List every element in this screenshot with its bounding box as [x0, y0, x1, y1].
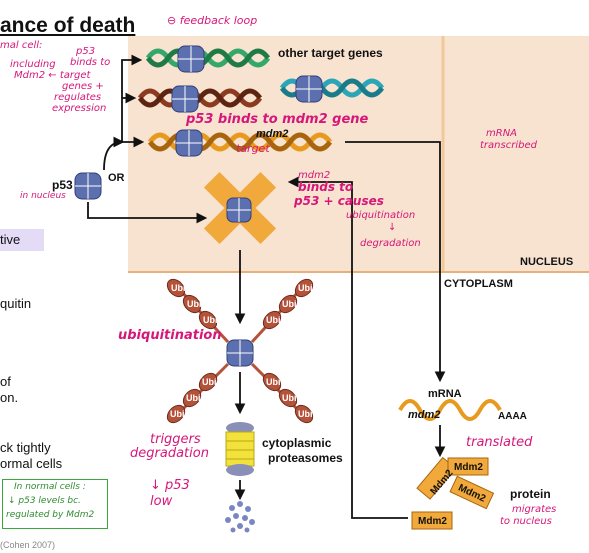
arrow-p53-to-dna: [103, 136, 125, 171]
note-including: including: [10, 59, 56, 70]
note-expression: expression: [52, 103, 107, 114]
page-title: ance of death: [0, 14, 136, 37]
label-mdm2-binds-3: p53 + causes: [294, 194, 384, 208]
label-ubiquitination-small: ubiquitination: [346, 210, 416, 221]
label-mrna: mRNA: [428, 388, 462, 400]
feedback-loop-note: ⊖ feedback loop: [167, 14, 258, 27]
label-in-nucleus: in nucleus: [20, 191, 66, 201]
label-protein: protein: [510, 487, 551, 501]
label-other-target-genes: other target genes: [278, 46, 383, 60]
label-mdm2-binds-2: binds to: [298, 180, 354, 194]
note-genes: genes +: [62, 81, 104, 92]
ubi-label-2: Ubi: [187, 299, 202, 309]
ubi-label-9: Ubi: [202, 377, 217, 387]
ubi-label-3: Ubi: [203, 315, 218, 325]
ubi-label-7: Ubi: [170, 409, 185, 419]
label-mrna-1: mRNA: [486, 128, 518, 139]
mdm2-p53-complex: [203, 171, 277, 245]
ubi-label-8: Ubi: [186, 393, 201, 403]
note-p53: p53: [76, 46, 96, 57]
cut-text-ormal-cells: ormal cells: [0, 456, 63, 471]
ubi-label-11: Ubi: [282, 393, 297, 403]
label-p53-low-1: ↓ p53: [150, 478, 190, 493]
cut-text-on: on.: [0, 390, 19, 405]
mdm2-protein-label-4: Mdm2: [418, 516, 447, 527]
label-cytoplasm: CYTOPLASM: [444, 278, 513, 290]
note-binds-to: binds to: [70, 57, 111, 68]
mdm2-proteins: [411, 456, 495, 530]
proteasome: [225, 422, 255, 476]
label-target: target: [236, 142, 270, 155]
p53-on-dna-4: [175, 129, 203, 157]
label-migrates-1: migrates: [512, 504, 557, 515]
note-mdm2-target: Mdm2 ← target: [14, 70, 91, 81]
note-normal-cell: mal cell:: [0, 40, 43, 51]
label-proteasomes: proteasomes: [268, 451, 343, 465]
ubi-label-1: Ubi: [171, 283, 186, 293]
label-p53-low-2: low: [150, 494, 173, 509]
normal-cells-note-box: [2, 479, 108, 529]
green-note-line2: ↓ p53 levels bc.: [8, 496, 81, 506]
label-degradation-small: degradation: [360, 238, 421, 249]
arrow-mdm2-to-nucleus: [287, 176, 408, 519]
ubi-label-5: Ubi: [282, 299, 297, 309]
label-or: OR: [108, 172, 125, 184]
label-translated: translated: [466, 435, 533, 450]
label-p53-binds-mdm2: p53 binds to mdm2 gene: [186, 112, 369, 127]
ubi-label-12: Ubi: [266, 377, 281, 387]
nucleus-region: [128, 36, 589, 272]
label-aaaa: AAAA: [498, 411, 527, 422]
green-note-line3: regulated by Mdm2: [6, 510, 95, 520]
label-mdm2-gene: mdm2: [256, 128, 289, 140]
label-triggers-2: degradation: [130, 446, 209, 461]
label-triggers-1: triggers: [150, 432, 201, 447]
ubi-beads: [166, 278, 314, 424]
label-cytoplasmic: cytoplasmic: [262, 436, 332, 450]
green-note-line1: In normal cells :: [14, 482, 86, 492]
dna-other-genes-2: [137, 88, 263, 108]
p53-on-dna-1: [177, 45, 205, 73]
label-mrna-2: transcribed: [480, 140, 537, 151]
label-p53: p53: [52, 178, 73, 192]
mdm2-protein-label-2: Mdm2: [454, 462, 483, 473]
note-regulates: regulates: [54, 92, 102, 103]
cut-text-ck-tightly: ck tightly: [0, 440, 51, 455]
mdm2-mrna: [398, 399, 502, 421]
ubi-labels: Ubi Ubi Ubi Ubi Ubi Ubi Ubi Ubi Ubi Ubi …: [170, 283, 313, 419]
p53-on-dna-3: [295, 75, 323, 103]
dna-other-genes-1: [145, 48, 271, 68]
highlight-box: [0, 229, 44, 251]
peptide-fragments: [225, 501, 255, 533]
label-arrow-down: ↓: [388, 222, 397, 233]
label-nucleus: NUCLEUS: [520, 256, 574, 268]
cut-text-of: of: [0, 374, 11, 389]
arrow-p53-to-complex: [87, 202, 208, 224]
arrow-to-gene-1: [121, 54, 143, 142]
arrow-transcription: [345, 141, 446, 383]
label-migrates-2: to nucleus: [500, 516, 552, 527]
ubi-label-10: Ubi: [298, 409, 313, 419]
cut-text-bottom: (Cohen 2007): [0, 540, 56, 550]
label-mdm2-mrna: mdm2: [408, 409, 441, 421]
p53-on-dna-2: [171, 85, 199, 113]
label-ubiquitination: ubiquitination: [118, 328, 222, 343]
cut-text-quitin: quitin: [0, 296, 32, 311]
p53-free: [74, 172, 102, 200]
ubi-label-4: Ubi: [298, 283, 313, 293]
ubi-label-6: Ubi: [266, 315, 281, 325]
label-mdm2-binds-1: mdm2: [298, 170, 331, 181]
cut-text-tive: tive: [0, 232, 21, 247]
